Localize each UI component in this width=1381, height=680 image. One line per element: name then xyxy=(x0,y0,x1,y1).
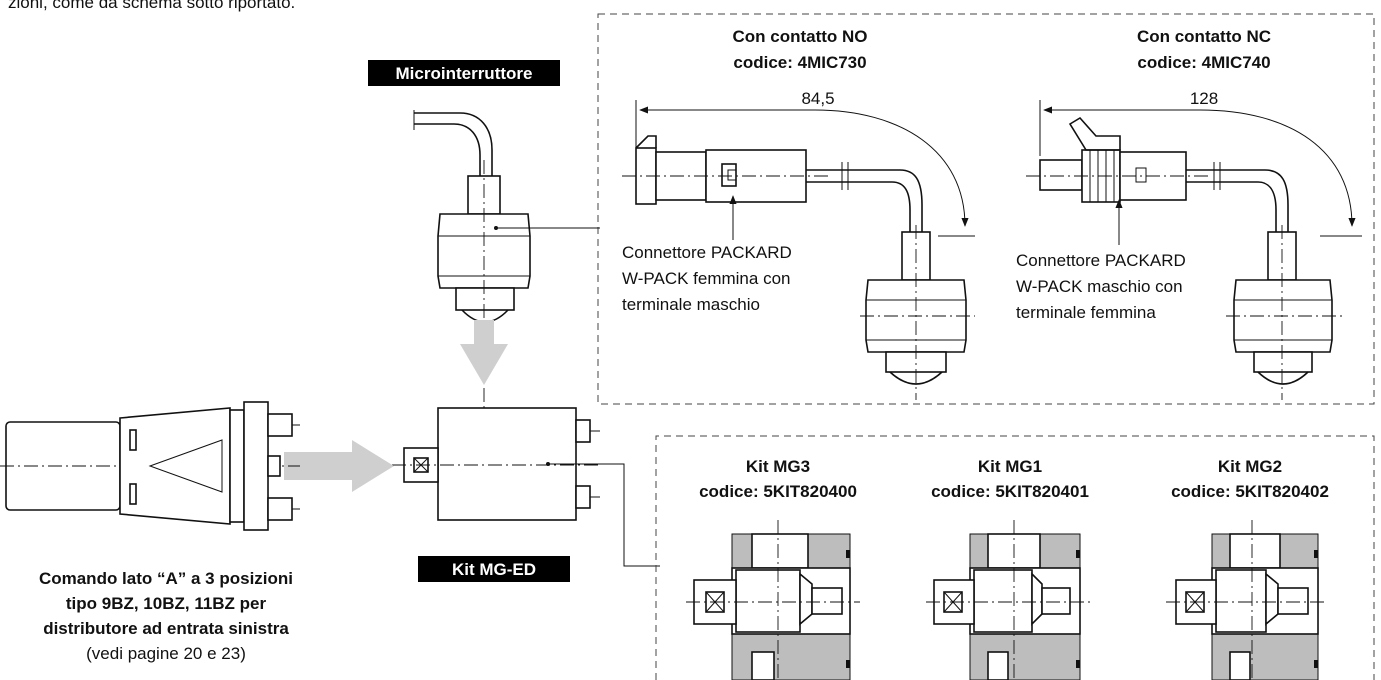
microswitch-label: Microinterruttore xyxy=(396,64,533,83)
microswitch: Microinterruttore xyxy=(368,60,600,330)
kit-mg-ed-label: Kit MG-ED xyxy=(452,560,536,579)
kit-mg2-code: codice: 5KIT820402 xyxy=(1171,482,1329,501)
variant-no: Con contatto NO codice: 4MIC730 84,5 xyxy=(622,27,975,400)
kit-mg1-code: codice: 5KIT820401 xyxy=(931,482,1089,501)
kit-mg3: Kit MG3 codice: 5KIT820400 xyxy=(686,457,860,680)
variant-nc-connector-line3: terminale femmina xyxy=(1016,303,1156,322)
command-lato-a: Comando lato “A” a 3 posizioni tipo 9BZ,… xyxy=(0,401,300,663)
variant-no-connector-line1: Connettore PACKARD xyxy=(622,243,792,262)
variant-no-dimension: 84,5 xyxy=(801,89,834,108)
kit-mg2: Kit MG2 codice: 5KIT820402 xyxy=(1166,457,1329,680)
kit-mg1: Kit MG1 codice: 5KIT820401 xyxy=(926,457,1090,680)
variant-no-title: Con contatto NO xyxy=(732,27,867,46)
variant-no-connector-line2: W-PACK femmina con xyxy=(622,269,790,288)
variant-nc-dimension: 128 xyxy=(1190,89,1218,108)
variant-nc-title: Con contatto NC xyxy=(1137,27,1271,46)
variant-no-code: codice: 4MIC730 xyxy=(733,53,866,72)
variant-nc: Con contatto NC codice: 4MIC740 128 xyxy=(1016,27,1362,400)
switch-variants-panel: Con contatto NO codice: 4MIC730 84,5 xyxy=(597,13,1375,405)
command-line1: Comando lato “A” a 3 posizioni xyxy=(39,569,293,588)
kit-mg1-title: Kit MG1 xyxy=(978,457,1042,476)
arrow-down-icon xyxy=(460,320,508,385)
variant-nc-connector-line2: W-PACK maschio con xyxy=(1016,277,1183,296)
kit-mg3-code: codice: 5KIT820400 xyxy=(699,482,857,501)
command-line4: (vedi pagine 20 e 23) xyxy=(86,644,246,663)
kit-mg2-title: Kit MG2 xyxy=(1218,457,1282,476)
kit-mg-ed-block: Kit MG-ED xyxy=(392,388,660,582)
intro-text: zioni, come da schema sotto riportato. xyxy=(8,0,295,12)
arrow-right-icon xyxy=(284,440,394,492)
kit-mg3-title: Kit MG3 xyxy=(746,457,810,476)
variant-nc-code: codice: 4MIC740 xyxy=(1137,53,1270,72)
kits-panel: Kit MG3 codice: 5KIT820400 Kit MG1 codic… xyxy=(655,435,1375,680)
variant-nc-connector-line1: Connettore PACKARD xyxy=(1016,251,1186,270)
variant-no-connector-line3: terminale maschio xyxy=(622,295,760,314)
command-line3: distributore ad entrata sinistra xyxy=(43,619,289,638)
command-line2: tipo 9BZ, 10BZ, 11BZ per xyxy=(66,594,267,613)
